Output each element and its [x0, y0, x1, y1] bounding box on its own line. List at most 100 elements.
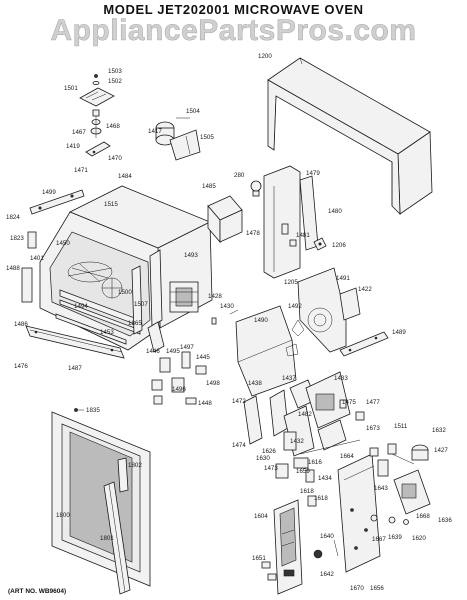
part-number-label: 1432 — [290, 438, 304, 445]
part-number-label: 1498 — [206, 380, 220, 387]
part-number-label: 1504 — [186, 108, 200, 115]
part-number-label: 1505 — [200, 134, 214, 141]
part-number-label: 1401 — [30, 255, 44, 262]
part-number-label: 1496 — [172, 386, 186, 393]
part-number-label: 1616 — [308, 459, 322, 466]
part-number-label: 1478 — [246, 230, 260, 237]
part-number-label: 1482 — [298, 411, 312, 418]
watermark-text: AppliancePartsPros.com — [50, 14, 417, 48]
control-panel-drawing — [261, 499, 323, 595]
part-number-label: 1515 — [104, 201, 118, 208]
part-number-label: 1801 — [100, 535, 114, 542]
art-number: (ART NO. WB9604) — [8, 588, 67, 595]
part-number-label: 1642 — [320, 571, 334, 578]
part-number-label: 1417 — [148, 128, 162, 135]
part-number-labels: 1503 1502 1501 1200 1467 1468 1504 1419 1417 1505… — [6, 53, 452, 592]
part-number-label: 1450 — [56, 240, 70, 247]
diagram-title: MODEL JET202001 MICROWAVE OVEN — [103, 2, 364, 17]
part-number-label: 1476 — [14, 363, 28, 370]
part-number-label: 1205 — [284, 279, 298, 286]
part-number-label: 1475 — [342, 399, 356, 406]
part-number-label: 1835 — [86, 407, 100, 414]
part-number-label: 1667 — [372, 536, 386, 543]
part-number-label: 1433 — [334, 375, 348, 382]
part-number-label: 1448 — [198, 400, 212, 407]
part-number-label: 1427 — [434, 447, 448, 454]
part-number-label: 1481 — [296, 232, 310, 239]
part-number-label: 1639 — [388, 534, 402, 541]
top-bracket-parts-drawing — [79, 74, 115, 157]
part-number-label: 1618 — [300, 488, 314, 495]
part-number-label: 1490 — [254, 317, 268, 324]
part-number-label: 1673 — [366, 425, 380, 432]
part-number-label: 1497 — [180, 344, 194, 351]
door-assembly-drawing — [51, 408, 151, 595]
latch-parts-drawing — [147, 317, 217, 405]
part-number-label: 1487 — [68, 365, 82, 372]
part-number-label: 1651 — [252, 555, 266, 562]
part-number-label: 1499 — [42, 189, 56, 196]
part-number-label: 1472 — [232, 398, 246, 405]
part-number-label: 1488 — [6, 265, 20, 272]
oven-cavity-drawing — [21, 185, 213, 351]
part-number-label: 1428 — [208, 293, 222, 300]
interlock-switch-drawing — [243, 371, 365, 507]
part-number-label: 1430 — [220, 303, 234, 310]
part-number-label: 1865 — [128, 320, 142, 327]
part-number-label: 1802 — [128, 462, 142, 469]
part-number-label: 1636 — [438, 517, 452, 524]
part-number-label: 1491 — [336, 275, 350, 282]
part-number-label: 1467 — [72, 129, 86, 136]
part-number-label: 1471 — [74, 167, 88, 174]
part-number-label: 1626 — [262, 448, 276, 455]
part-number-label: 1664 — [340, 453, 354, 460]
part-number-label: 1468 — [106, 123, 120, 130]
part-number-label: 1643 — [374, 485, 388, 492]
part-number-label: 1618 — [314, 495, 328, 502]
part-number-label: 280 — [234, 172, 245, 179]
part-number-label: 1484 — [118, 173, 132, 180]
part-number-label: 1800 — [56, 512, 70, 519]
part-number-label: 1422 — [358, 286, 372, 293]
part-number-label: 1656 — [370, 585, 384, 592]
part-number-label: 1494 — [74, 303, 88, 310]
part-number-label: 1470 — [108, 155, 122, 162]
outer-cabinet-drawing — [267, 57, 433, 215]
part-number-label: 1503 — [108, 68, 122, 75]
part-number-label: 1501 — [64, 85, 78, 92]
part-number-label: 1511 — [394, 423, 408, 430]
part-number-label: 1495 — [166, 348, 180, 355]
part-number-label: 1473 — [264, 465, 278, 472]
part-number-label: 1823 — [10, 235, 24, 242]
part-number-label: 1493 — [184, 252, 198, 259]
part-number-label: 1437 — [282, 375, 296, 382]
part-number-label: 1479 — [306, 170, 320, 177]
part-number-label: 1824 — [6, 214, 20, 221]
part-number-label: 1474 — [232, 442, 246, 449]
part-number-label: 1477 — [366, 399, 380, 406]
circuit-board-drawing — [333, 443, 431, 573]
part-number-label: 1500 — [118, 289, 132, 296]
part-number-label: 1486 — [14, 321, 28, 328]
part-number-label: 1630 — [256, 455, 270, 462]
part-number-label: 1492 — [288, 303, 302, 310]
part-number-label: 1620 — [412, 535, 426, 542]
part-number-label: 1485 — [202, 183, 216, 190]
part-number-label: 1507 — [134, 301, 148, 308]
part-number-label: 1419 — [66, 143, 80, 150]
part-number-label: 1604 — [254, 513, 268, 520]
lower-bar-drawing — [25, 325, 125, 359]
part-number-label: 1659 — [296, 468, 310, 475]
part-number-label: 1632 — [432, 427, 446, 434]
part-number-label: 1438 — [248, 380, 262, 387]
part-number-label: 1480 — [328, 208, 342, 215]
part-number-label: 1445 — [196, 354, 210, 361]
part-number-label: 1200 — [258, 53, 272, 60]
part-number-label: 1434 — [318, 475, 332, 482]
part-number-label: 1670 — [350, 585, 364, 592]
part-number-label: 1453 — [100, 329, 114, 336]
part-number-label: 1502 — [108, 78, 122, 85]
part-number-label: 1668 — [416, 513, 430, 520]
